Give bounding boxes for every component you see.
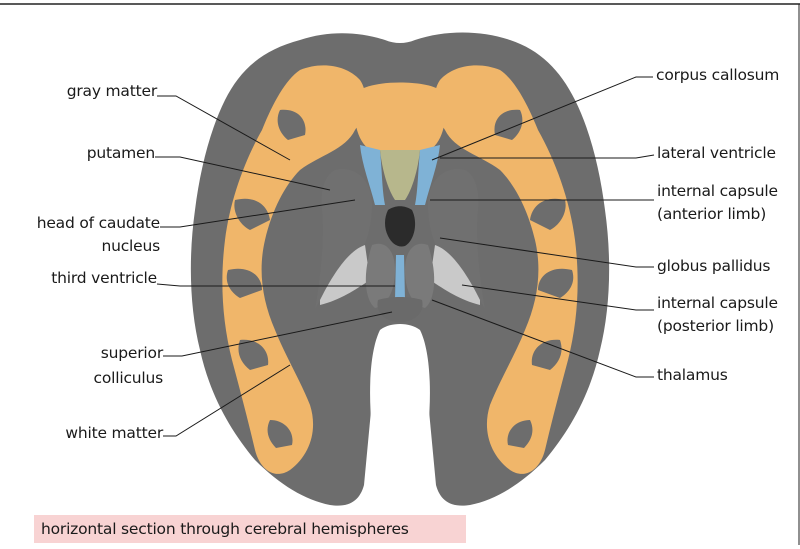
label-superior-colliculus-line1: superior: [101, 344, 163, 363]
label-lateral-ventricle: lateral ventricle: [657, 144, 776, 163]
label-corpus-callosum: corpus callosum: [656, 66, 779, 85]
third-ventricle-region: [395, 255, 405, 300]
label-head-caudate-line1: head of caudate: [37, 214, 160, 233]
label-third-ventricle: third ventricle: [51, 269, 157, 288]
label-internal-capsule-posterior-line2: (posterior limb): [657, 317, 774, 336]
label-putamen: putamen: [87, 144, 155, 163]
label-superior-colliculus-line2: colliculus: [94, 369, 163, 388]
white-matter-center: [355, 83, 445, 151]
label-white-matter: white matter: [65, 424, 163, 443]
label-internal-capsule-anterior-line1: internal capsule: [657, 182, 778, 201]
label-head-caudate-line2: nucleus: [101, 237, 160, 256]
figure-caption: horizontal section through cerebral hemi…: [34, 515, 466, 543]
label-globus-pallidus: globus pallidus: [657, 257, 770, 276]
posterior-notch: [370, 324, 430, 500]
brain-section: [191, 33, 609, 506]
label-thalamus: thalamus: [657, 366, 728, 385]
label-internal-capsule-anterior-line2: (anterior limb): [657, 205, 766, 224]
label-internal-capsule-posterior-line1: internal capsule: [657, 294, 778, 313]
label-gray-matter: gray matter: [67, 82, 157, 101]
